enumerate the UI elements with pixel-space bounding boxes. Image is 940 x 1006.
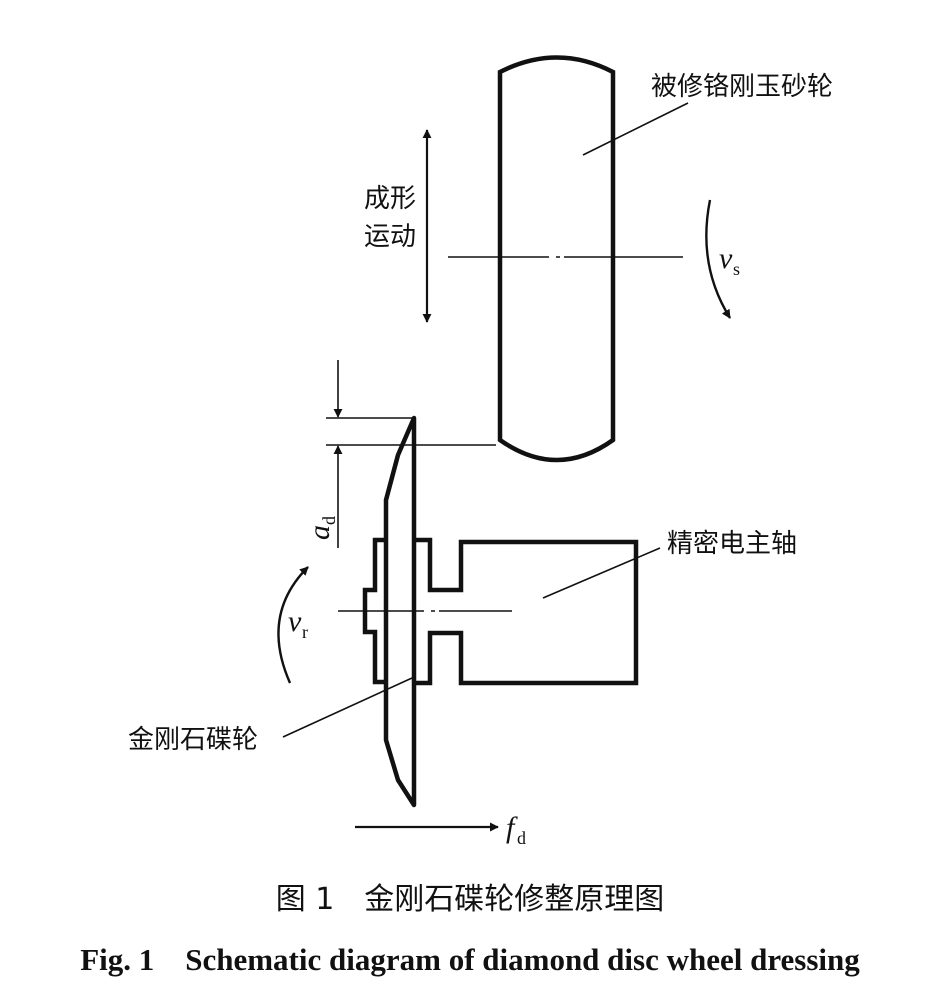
vr-subscript: r — [302, 622, 308, 642]
figure-caption-english: Fig. 1 Schematic diagram of diamond disc… — [80, 942, 860, 977]
forming-motion-label-line2: 运动 — [364, 222, 416, 252]
grinding-wheel-leader — [582, 102, 689, 156]
grinding-wheel-label: 被修铬刚玉砂轮 — [651, 72, 833, 102]
grinding-wheel — [497, 55, 616, 463]
vs-symbol: v — [719, 242, 733, 275]
diamond-disc-label: 金刚石碟轮 — [128, 725, 258, 755]
hub-right-flange — [414, 537, 639, 686]
dressing-schematic: 被修铬刚玉砂轮 成形 运动 精密电主轴 金刚石碟轮 v s v r a d f … — [128, 55, 833, 848]
fd-subscript: d — [517, 828, 526, 848]
figure-caption-chinese: 图 1 金刚石碟轮修整原理图 — [275, 882, 665, 917]
forming-motion-label-line1: 成形 — [364, 184, 416, 214]
vs-subscript: s — [733, 259, 740, 279]
vr-rotation-arrow — [277, 566, 309, 684]
ad-symbol: a — [303, 525, 336, 540]
vr-symbol: v — [288, 605, 302, 638]
ad-subscript: d — [319, 516, 339, 525]
diamond-disc-wheel — [383, 415, 417, 808]
spindle-leader — [542, 547, 661, 599]
vs-rotation-arrow — [705, 199, 732, 319]
spindle-label: 精密电主轴 — [667, 529, 797, 559]
diamond-disc-leader — [282, 677, 413, 738]
